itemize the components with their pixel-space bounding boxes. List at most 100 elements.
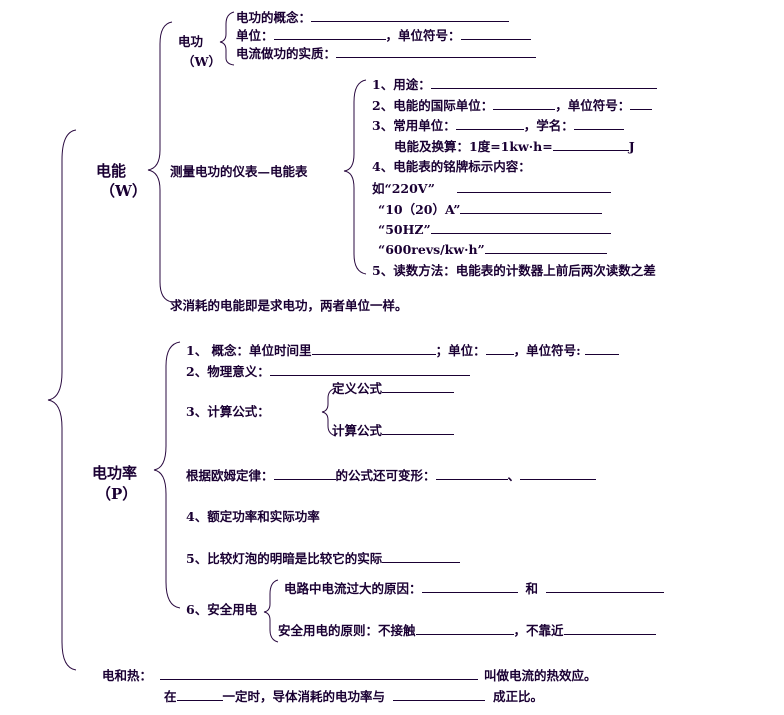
meter-use-blank[interactable] bbox=[430, 76, 657, 89]
heat-title: 电和热： bbox=[102, 668, 153, 683]
heat-blank-1[interactable] bbox=[160, 667, 479, 680]
meter-common-name-label: ，学名： bbox=[523, 118, 574, 133]
safety-principle-label-2: ，不靠近 bbox=[513, 623, 564, 638]
meter-220v-blank[interactable] bbox=[456, 180, 611, 193]
meter-common-name-blank[interactable] bbox=[573, 117, 624, 130]
meter-common-unit-label: 3、常用单位： bbox=[372, 118, 456, 133]
meter-conversion-unit: J bbox=[628, 139, 635, 154]
power-brace bbox=[153, 341, 181, 609]
work-brace bbox=[219, 11, 235, 66]
work-title: 电功 bbox=[178, 34, 204, 49]
power-unit-label: ；单位： bbox=[435, 343, 486, 358]
def-formula-blank[interactable] bbox=[382, 380, 455, 393]
heat-line2-mid: 一定时，导体消耗的电功率与 bbox=[222, 689, 386, 704]
meter-50hz-blank[interactable] bbox=[430, 221, 611, 234]
meter-revs-label: “600revs/kw·h” bbox=[378, 242, 485, 257]
work-unit-blank[interactable] bbox=[273, 27, 386, 40]
meter-intl-unit-symbol-blank[interactable] bbox=[630, 97, 653, 110]
meter-220v-label: “220V” bbox=[384, 181, 435, 196]
meter-title: 测量电功的仪表—电能表 bbox=[170, 164, 308, 179]
heat-line2-suffix: 成正比。 bbox=[493, 689, 544, 704]
safety-overcurrent-blank-1[interactable] bbox=[421, 580, 518, 593]
energy-symbol: （W） bbox=[100, 182, 147, 200]
safety-principle-label: 安全用电的原则：不接触 bbox=[278, 623, 416, 638]
energy-consumed: 求消耗的电能即是求电功，两者单位一样。 bbox=[170, 298, 408, 313]
meter-revs-blank[interactable] bbox=[484, 241, 607, 254]
power-meaning-blank[interactable] bbox=[269, 363, 470, 376]
work-essence-blank[interactable] bbox=[336, 45, 537, 58]
safety-overcurrent-and: 和 bbox=[525, 581, 539, 596]
meter-use-label: 1、用途： bbox=[372, 77, 431, 92]
meter-conversion-label: 电能及换算：1度=1kw·h= bbox=[394, 139, 553, 154]
power-symbol: （P） bbox=[96, 485, 138, 503]
def-formula: 定义公式 bbox=[332, 380, 455, 397]
power-compare: 5、比较灯泡的明暗是比较它的实际 bbox=[186, 550, 461, 567]
power-ohm-blank-1[interactable] bbox=[273, 467, 336, 480]
meter-220v-prefix: 如 bbox=[372, 181, 385, 196]
power-ohm: 根据欧姆定律： 的公式还可变形： 、 bbox=[186, 467, 597, 484]
power-formula: 3、计算公式： bbox=[186, 404, 270, 419]
power-unit-blank[interactable] bbox=[485, 342, 514, 355]
heat-effect: 叫做电流的热效应。 bbox=[484, 668, 597, 683]
work-concept-label: 电功的概念： bbox=[236, 10, 312, 25]
power-meaning-label: 2、物理意义： bbox=[186, 364, 270, 379]
safety-brace bbox=[263, 579, 279, 643]
work-essence: 电流做功的实质： bbox=[236, 45, 537, 62]
heat-line-2: 在一定时，导体消耗的电功率与成正比。 bbox=[164, 688, 543, 705]
safety-overcurrent-label: 电路中电流过大的原因： bbox=[284, 581, 422, 596]
meter-50hz-label: “50HZ” bbox=[378, 222, 431, 237]
power-concept: 1、 概念：单位时间里 ；单位： ，单位符号: bbox=[186, 342, 619, 359]
power-compare-blank[interactable] bbox=[382, 550, 461, 563]
safety-principle-blank-1[interactable] bbox=[415, 622, 514, 635]
meter-intl-unit: 2、电能的国际单位：，单位符号： bbox=[372, 97, 653, 114]
meter-intl-unit-blank[interactable] bbox=[493, 97, 556, 110]
work-unit-symbol-blank[interactable] bbox=[460, 27, 531, 40]
safety-principle-blank-2[interactable] bbox=[563, 622, 656, 635]
power-unit-symbol-blank[interactable] bbox=[584, 342, 619, 355]
power-ohm-blank-3[interactable] bbox=[520, 467, 597, 480]
work-essence-label: 电流做功的实质： bbox=[236, 46, 337, 61]
safety-overcurrent: 电路中电流过大的原因： 和 bbox=[284, 580, 665, 597]
power-safety: 6、安全用电 bbox=[186, 602, 258, 617]
power-ohm-blank-2[interactable] bbox=[435, 467, 508, 480]
work-concept: 电功的概念： bbox=[236, 9, 510, 26]
power-ohm-suffix: 的公式还可变形： bbox=[335, 468, 436, 483]
work-unit-symbol-label: ，单位符号： bbox=[385, 28, 461, 43]
heat-blank-3[interactable] bbox=[393, 688, 486, 701]
meter-conversion: 电能及换算：1度=1kw·h= J bbox=[394, 138, 635, 155]
power-ohm-sep: 、 bbox=[507, 468, 521, 483]
work-unit-label: 单位： bbox=[236, 28, 274, 43]
meter-50hz: “50HZ” bbox=[378, 221, 611, 238]
meter-use: 1、用途： bbox=[372, 76, 657, 93]
energy-brace bbox=[147, 21, 173, 303]
meter-10a-blank[interactable] bbox=[460, 201, 603, 214]
work-concept-blank[interactable] bbox=[311, 9, 510, 22]
meter-10a: “10（20）A” bbox=[378, 201, 603, 218]
safety-overcurrent-blank-2[interactable] bbox=[546, 580, 665, 593]
def-formula-label: 定义公式 bbox=[332, 381, 383, 396]
heat-line-1: 电和热： 叫做电流的热效应。 bbox=[102, 667, 597, 684]
safety-principle: 安全用电的原则：不接触 ，不靠近 bbox=[278, 622, 656, 639]
meter-revs: “600revs/kw·h” bbox=[378, 241, 607, 258]
energy-title: 电能 bbox=[96, 162, 127, 180]
calc-formula-label: 计算公式 bbox=[332, 423, 383, 438]
power-title: 电功率 bbox=[92, 464, 138, 482]
main-brace bbox=[47, 129, 77, 671]
meter-common-unit-blank[interactable] bbox=[455, 117, 524, 130]
heat-blank-2[interactable] bbox=[176, 688, 223, 701]
meter-common-unit: 3、常用单位： ，学名： bbox=[372, 117, 624, 134]
power-concept-blank[interactable] bbox=[311, 342, 436, 355]
calc-formula: 计算公式 bbox=[332, 422, 455, 439]
meter-reading: 5、读数方法：电能表的计数器上前后两次读数之差 bbox=[372, 263, 656, 278]
power-compare-label: 5、比较灯泡的明暗是比较它的实际 bbox=[186, 551, 383, 566]
meter-nameplate: 4、电能表的铭牌标示内容： bbox=[372, 159, 531, 174]
power-concept-label: 1、 概念：单位时间里 bbox=[186, 343, 312, 358]
power-ohm-prefix: 根据欧姆定律： bbox=[186, 468, 274, 483]
meter-conversion-blank[interactable] bbox=[552, 138, 629, 151]
meter-220v: 如“220V” bbox=[372, 180, 611, 197]
power-unit-symbol-label: ，单位符号: bbox=[513, 343, 581, 358]
meter-intl-unit-label: 2、电能的国际单位： bbox=[372, 98, 494, 113]
calc-formula-blank[interactable] bbox=[382, 422, 455, 435]
work-unit: 单位： ，单位符号： bbox=[236, 27, 531, 44]
